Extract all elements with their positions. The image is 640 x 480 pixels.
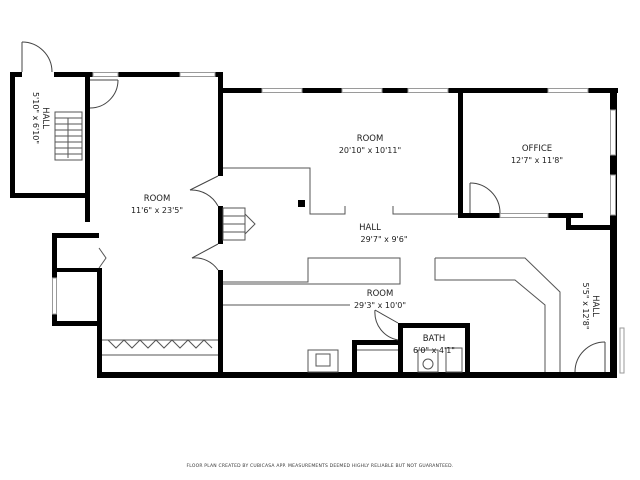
room-bottom-dim: 29'3" x 10'0"	[354, 301, 406, 310]
bifold-doors	[107, 339, 213, 349]
wall-segment	[52, 233, 99, 238]
door-arc	[191, 257, 219, 271]
wall-segment	[52, 321, 102, 326]
outer-walls	[10, 72, 618, 378]
window	[610, 174, 616, 216]
wall-segment	[610, 88, 617, 378]
wall-segment	[10, 72, 15, 198]
toilet-bowl	[422, 358, 434, 370]
door-arc	[189, 189, 219, 207]
window	[261, 88, 303, 93]
kitchen-sink	[307, 349, 339, 373]
hall-center-name: HALL	[359, 223, 381, 233]
floor-plan-credit: FLOOR PLAN CREATED BY CUBICASA APP. MEAS…	[187, 463, 454, 469]
door-arc	[574, 341, 606, 373]
wall-segment	[10, 72, 22, 77]
office-name: OFFICE	[522, 144, 552, 154]
wall-segment	[10, 193, 90, 198]
wall-segment	[398, 323, 403, 375]
doors	[21, 41, 606, 373]
door-arc	[374, 309, 399, 341]
wall-segment	[218, 88, 223, 176]
door-leaf	[189, 175, 219, 191]
wall-segment	[566, 213, 571, 228]
door-leaf	[191, 243, 219, 259]
wall-segment	[118, 72, 222, 77]
door-arc	[469, 182, 501, 214]
window	[341, 88, 383, 93]
door-leaf	[374, 309, 399, 324]
window	[92, 72, 119, 77]
wall-segment	[566, 225, 617, 230]
window	[179, 72, 216, 77]
wall-segment	[352, 340, 357, 375]
room-labels: HALL 5'10" x 6'10" ROOM 11'6" x 23'5" RO…	[31, 92, 600, 469]
windows	[52, 72, 625, 374]
bath-name: BATH	[423, 334, 446, 344]
hall-right-dim: 5'5" x 12'8"	[581, 282, 590, 329]
wall-segment	[97, 268, 102, 378]
window	[547, 88, 589, 93]
wall-segment	[548, 213, 583, 218]
bath-sink	[445, 347, 463, 373]
room-left-dim: 11'6" x 23'5"	[131, 206, 183, 215]
wall-segment	[458, 88, 463, 218]
room-left-name: ROOM	[144, 194, 171, 204]
hall-left-dim: 5'10" x 6'10"	[31, 92, 40, 144]
sink-basin	[315, 353, 331, 367]
wall-segment	[398, 323, 468, 328]
room-bottom-name: ROOM	[367, 289, 394, 299]
wall-segment	[218, 72, 223, 92]
wall-segment	[465, 323, 470, 375]
interior-walls	[298, 88, 617, 375]
hall-right-name: HALL	[590, 295, 600, 317]
wall-segment	[54, 72, 90, 77]
office-dim: 12'7" x 11'8"	[511, 156, 563, 165]
wall-segment	[352, 340, 400, 345]
fixtures	[54, 111, 561, 373]
window	[619, 327, 625, 374]
window	[499, 213, 549, 218]
room-top-name: ROOM	[357, 134, 384, 144]
counter-outline	[223, 167, 346, 215]
room-top-dim: 20'10" x 10'11"	[339, 146, 401, 155]
wall-segment	[458, 213, 500, 218]
counter-outline	[435, 257, 561, 372]
wall-segment	[218, 270, 223, 378]
wall-segment	[85, 72, 93, 77]
hall-center-dim: 29'7" x 9'6"	[360, 235, 407, 244]
toilet	[417, 349, 439, 373]
column-post	[298, 200, 305, 207]
door-arc	[21, 41, 53, 73]
counter-outline	[223, 257, 401, 285]
wall-segment	[55, 268, 100, 272]
hall-left-name: HALL	[40, 107, 50, 129]
window	[610, 109, 616, 156]
window	[52, 277, 57, 315]
wall-segment	[85, 72, 90, 222]
window	[407, 88, 449, 93]
bath-dim: 6'0" x 4'1"	[413, 346, 455, 355]
wall-segment	[218, 206, 223, 244]
door-arc	[89, 79, 119, 109]
